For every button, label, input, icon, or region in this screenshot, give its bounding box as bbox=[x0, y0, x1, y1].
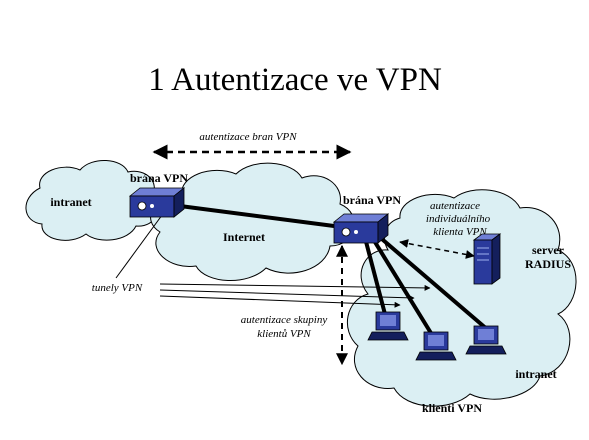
vpn-gateway-icon bbox=[128, 187, 186, 218]
auth-gateways-label: autentizace bran VPN bbox=[199, 131, 297, 143]
gateway-right-label: brána VPN bbox=[343, 193, 401, 207]
internet-label: Internet bbox=[223, 230, 265, 244]
client-tunnel-line bbox=[368, 232, 436, 340]
radius-server-icon bbox=[472, 233, 502, 285]
server-label-line2: RADIUS bbox=[525, 257, 571, 271]
server-label-line1: server bbox=[532, 243, 565, 257]
cloud-icon bbox=[150, 162, 355, 281]
tunnel-arrow bbox=[159, 289, 415, 301]
computer-icon bbox=[415, 331, 457, 361]
auth-individual-label-line2: individuálního bbox=[426, 213, 491, 225]
auth-group-label-line1: autentizace skupiny bbox=[241, 314, 328, 326]
intranet-right-label: intranet bbox=[515, 367, 556, 381]
computer-icon bbox=[367, 311, 409, 341]
vpn-gateway-icon bbox=[332, 213, 390, 244]
computer-icon bbox=[465, 325, 507, 355]
tunnels-label: tunely VPN bbox=[92, 282, 143, 294]
gateway-tunnel-line bbox=[179, 204, 335, 228]
gateway-left-label: brána VPN bbox=[130, 171, 188, 185]
intranet-left-label: intranet bbox=[50, 195, 91, 209]
auth-individual-label-line1: autentizace bbox=[430, 200, 480, 212]
auth-individual-arrow bbox=[399, 239, 475, 259]
clients-label: klienti VPN bbox=[422, 401, 482, 415]
diagram-title: 1 Autentizace ve VPN bbox=[148, 62, 442, 98]
auth-group-label-line2: klientů VPN bbox=[257, 328, 311, 340]
tunnel-arrow bbox=[159, 295, 401, 308]
client-tunnel-line bbox=[374, 232, 490, 332]
auth-individual-label-line3: klienta VPN bbox=[433, 226, 487, 238]
tunnel-arrow bbox=[159, 283, 431, 291]
